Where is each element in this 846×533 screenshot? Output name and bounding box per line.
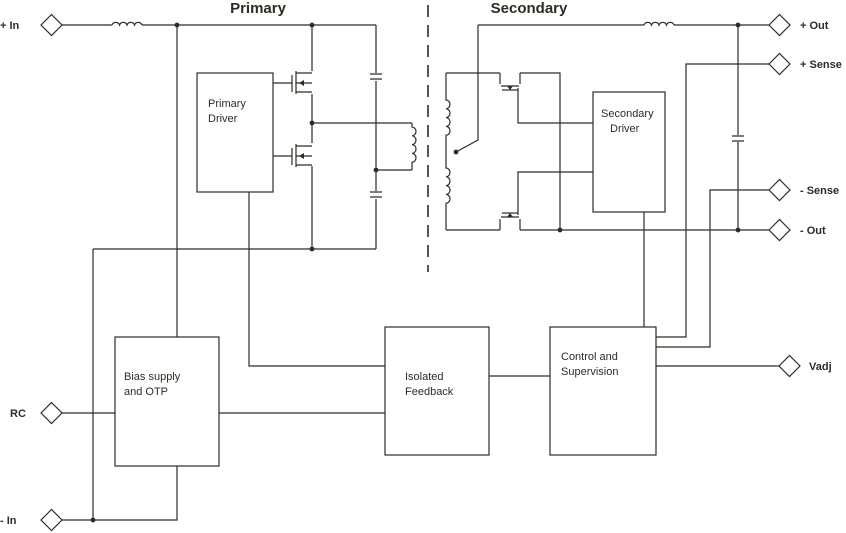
terminal-minus-out-diamond (768, 218, 791, 242)
terminal-plus-sense-diamond (768, 52, 791, 76)
terminal-minus-sense: - Sense (768, 178, 839, 202)
bias-supply-block: Bias supply and OTP (114, 336, 220, 467)
terminal-minus-out-label: - Out (800, 225, 826, 237)
terminal-vadj: Vadj (778, 354, 832, 378)
secondary-driver-label-line1: Secondary (601, 108, 654, 120)
output-inductor (643, 21, 675, 27)
output-capacitor (732, 135, 744, 142)
terminal-minus-in-diamond (40, 508, 63, 532)
terminal-rc-diamond (40, 401, 63, 425)
terminal-plus-sense-label: + Sense (800, 59, 842, 71)
secondary-wiring (445, 21, 779, 377)
primary-driver-block: Primary Driver (196, 72, 274, 193)
bulk-capacitor-top (370, 73, 382, 80)
secondary-driver-block: Secondary Driver (592, 91, 666, 213)
secondary-driver-label-line2: Driver (610, 123, 640, 135)
terminal-plus-in-label: + In (0, 20, 20, 32)
terminal-minus-out: - Out (768, 218, 826, 242)
primary-mosfet-low (291, 144, 312, 167)
primary-title: Primary (230, 0, 287, 17)
terminal-plus-out: + Out (768, 13, 829, 37)
secondary-title: Secondary (491, 0, 568, 17)
terminal-minus-in-label: - In (0, 515, 17, 527)
terminal-plus-out-label: + Out (800, 20, 829, 32)
secondary-sync-rectifier-top (499, 73, 521, 91)
isolated-feedback-block: Isolated Feedback (384, 326, 490, 456)
primary-driver-label-line2: Driver (208, 113, 238, 125)
bulk-capacitor-bottom (370, 191, 382, 198)
control-supervision-label-line1: Control and (561, 351, 618, 363)
terminal-vadj-label: Vadj (809, 361, 832, 373)
control-supervision-label-line2: Supervision (561, 366, 618, 378)
primary-wiring (62, 21, 417, 521)
terminal-plus-in-diamond (40, 13, 63, 37)
terminal-plus-out-diamond (768, 13, 791, 37)
primary-mosfet-high (291, 71, 312, 94)
input-inductor (111, 21, 143, 27)
bias-supply-label-line1: Bias supply (124, 371, 181, 383)
bias-supply-label-line2: and OTP (124, 386, 168, 398)
secondary-sync-rectifier-bottom (499, 212, 521, 230)
terminal-plus-in: + In (0, 13, 63, 37)
terminal-vadj-diamond (778, 354, 801, 378)
terminal-minus-sense-label: - Sense (800, 185, 839, 197)
terminal-minus-sense-diamond (768, 178, 791, 202)
terminal-rc: RC (10, 401, 63, 425)
terminal-rc-label: RC (10, 408, 26, 420)
control-supervision-block: Control and Supervision (549, 326, 657, 456)
terminal-minus-in: - In (0, 508, 63, 532)
transformer-primary (411, 123, 417, 170)
isolated-feedback-label-line2: Feedback (405, 386, 454, 398)
transformer-secondary-lower (445, 152, 451, 230)
primary-driver-label-line1: Primary (208, 98, 246, 110)
isolated-feedback-label-line1: Isolated (405, 371, 444, 383)
terminal-plus-sense: + Sense (768, 52, 842, 76)
transformer-secondary-upper (445, 73, 451, 152)
